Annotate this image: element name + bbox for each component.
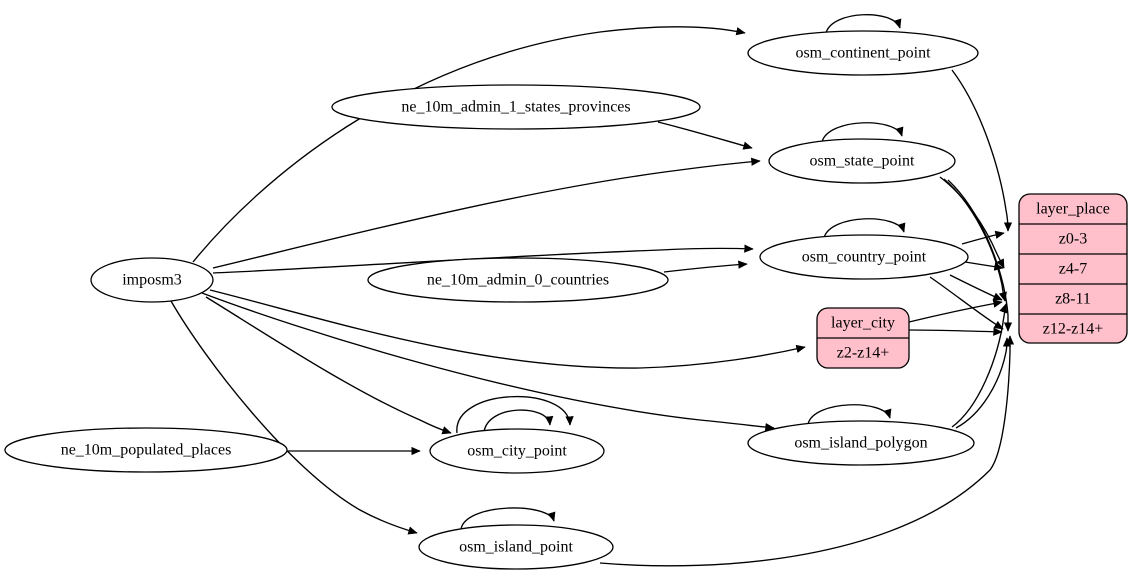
node-shape-osm-city-point[interactable]: [429, 428, 605, 474]
edge-ne-admin1-to-osm-state-point: [657, 121, 753, 150]
selfloop-osm-city-point-inner: [483, 409, 554, 433]
node-label-osm-country-point: osm_country_point: [802, 249, 927, 266]
record-node-layer-city[interactable]: layer_city z2-z14+: [816, 307, 910, 369]
edge-layer-city-to-layer-place-z8-11: [908, 299, 1003, 323]
node-osm-city-point[interactable]: osm_city_point: [429, 428, 605, 474]
selfloop-osm-island-point: [460, 507, 556, 530]
node-label-osm-island-polygon: osm_island_polygon: [794, 435, 927, 452]
node-label-osm-island-point: osm_island_point: [459, 539, 573, 556]
node-imposm3[interactable]: imposm3: [90, 257, 214, 303]
selfloop-osm-continent-point: [825, 14, 902, 34]
node-shape-ne-populated[interactable]: [4, 427, 288, 473]
selfloop-osm-island-polygon: [807, 404, 892, 425]
edge-osm-state-point-to-layer-place-z8-11: [943, 178, 1007, 302]
node-shape-ne-admin1[interactable]: [331, 84, 701, 130]
selfloop-osm-state-point: [821, 122, 904, 143]
node-shape-osm-country-point[interactable]: [759, 234, 969, 280]
edge-imposm3-to-osm-country-point: [212, 244, 754, 274]
edge-osm-country-point-to-layer-place-z12-z14: [929, 276, 1004, 330]
edge-imposm3-to-osm-island-point: [170, 300, 418, 535]
node-label-imposm3: imposm3: [122, 272, 182, 289]
node-osm-island-polygon[interactable]: osm_island_polygon: [747, 420, 975, 466]
node-osm-state-point[interactable]: osm_state_point: [768, 138, 956, 184]
edge-layer: [170, 14, 1015, 567]
node-ne-10m-populated-places[interactable]: ne_10m_populated_places: [4, 427, 288, 473]
record-row-layer-place-z4-7[interactable]: z4-7: [1059, 261, 1087, 278]
node-label-osm-continent-point: osm_continent_point: [795, 45, 931, 62]
node-osm-continent-point[interactable]: osm_continent_point: [747, 30, 979, 76]
node-label-ne-admin0: ne_10m_admin_0_countries: [427, 272, 609, 289]
record-row-layer-city-z2-z14[interactable]: z2-z14+: [837, 345, 890, 362]
edge-imposm3-to-osm-continent-point: [192, 26, 746, 263]
node-label-osm-city-point: osm_city_point: [467, 443, 567, 460]
edge-osm-country-point-to-layer-place-z8-11: [949, 274, 1003, 301]
node-label-osm-state-point: osm_state_point: [810, 153, 915, 170]
record-row-layer-place-z12-z14[interactable]: z12-z14+: [1043, 321, 1104, 338]
record-row-layer-city-title: layer_city: [831, 315, 895, 332]
edge-osm-continent-point-to-layer-place-z0-3: [951, 69, 1013, 232]
node-osm-island-point[interactable]: osm_island_point: [418, 524, 614, 570]
edge-imposm3-to-osm-state-point: [212, 157, 761, 269]
edge-osm-country-point-to-layer-place-z0-3: [961, 230, 1005, 245]
node-shape-osm-state-point[interactable]: [768, 138, 956, 184]
node-shape-osm-continent-point[interactable]: [747, 30, 979, 76]
node-label-ne-admin1: ne_10m_admin_1_states_provinces: [401, 99, 630, 116]
selfloop-osm-country-point: [823, 218, 906, 239]
record-row-layer-place-title: layer_place: [1036, 201, 1110, 218]
edge-imposm3-to-layer-city-z2-z14: [209, 289, 806, 369]
node-shape-osm-island-polygon[interactable]: [747, 420, 975, 466]
edge-ne-admin0-to-osm-country-point: [663, 260, 748, 273]
record-node-layer-place[interactable]: layer_place z0-3 z4-7 z8-11 z12-z14+: [1018, 193, 1128, 344]
node-ne-10m-admin-1-states-provinces[interactable]: ne_10m_admin_1_states_provinces: [331, 84, 701, 130]
node-osm-country-point[interactable]: osm_country_point: [759, 234, 969, 280]
edge-osm-country-point-to-layer-place-z4-7: [964, 261, 1004, 271]
edge-imposm3-to-osm-island-polygon: [201, 292, 775, 432]
edge-osm-island-point-to-layer-place-z12-z14: [599, 335, 1015, 567]
node-shape-osm-island-point[interactable]: [418, 524, 614, 570]
edge-layer-city-to-layer-place-z12-z14: [908, 327, 1003, 336]
edge-imposm3-to-osm-city-point: [205, 296, 452, 435]
record-row-layer-place-z8-11[interactable]: z8-11: [1055, 291, 1091, 308]
node-shape-ne-admin0[interactable]: [367, 257, 669, 303]
record-box-layer-place[interactable]: [1018, 193, 1128, 344]
node-ne-10m-admin-0-countries[interactable]: ne_10m_admin_0_countries: [367, 257, 669, 303]
edge-osm-island-polygon-to-layer-place-z8-11: [951, 303, 1008, 428]
edge-osm-state-point-to-layer-place-z12-z14: [947, 179, 1013, 332]
node-layer: imposm3 ne_10m_admin_1_states_provinces …: [4, 30, 979, 570]
node-label-ne-populated: ne_10m_populated_places: [61, 442, 232, 459]
node-shape-imposm3[interactable]: [90, 257, 214, 303]
record-row-layer-place-z0-3[interactable]: z0-3: [1059, 231, 1087, 248]
selfloop-osm-city-point-outer: [456, 395, 574, 434]
